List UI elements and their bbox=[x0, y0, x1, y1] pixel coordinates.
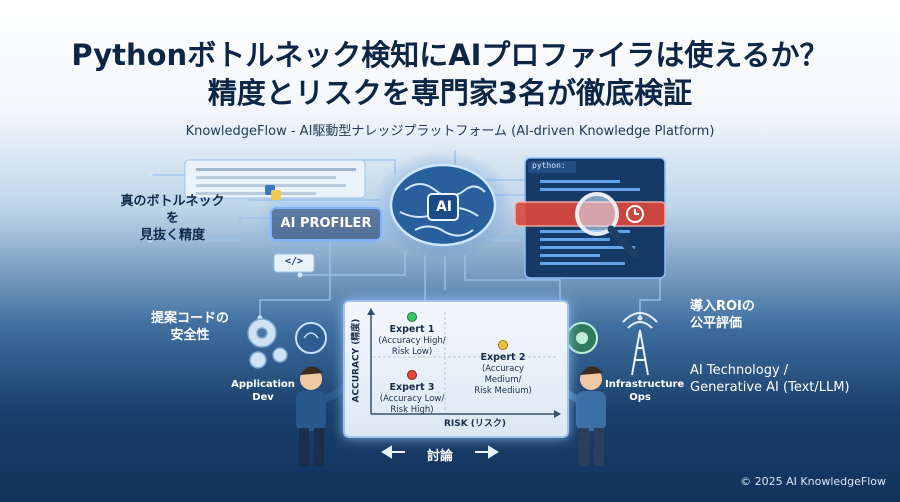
expert-1-marker bbox=[407, 312, 417, 322]
matrix-axes bbox=[367, 308, 561, 418]
discussion-arrow bbox=[381, 445, 499, 459]
ai-profiler-label: AI PROFILER bbox=[270, 207, 382, 241]
accuracy-aspect-label: 真のボトルネックを見抜く精度 bbox=[120, 194, 225, 243]
ai-technology-label: AI Technology /Generative AI (Text/LLM) bbox=[690, 363, 850, 395]
headline-line-1: Pythonボトルネック検知にAIプロファイラは使えるか？ bbox=[71, 38, 829, 72]
roi-aspect-label: 導入ROIの公平評価 bbox=[690, 299, 755, 331]
code-icon: </> bbox=[284, 256, 304, 267]
matrix-y-axis-label: ACCURACY (精度) bbox=[351, 318, 362, 403]
magnifier-icon bbox=[575, 192, 639, 259]
headline-line-2: 精度とリスクを専門家3名が徹底検証 bbox=[207, 76, 693, 110]
clock-icon bbox=[626, 205, 644, 223]
expert-2-marker bbox=[498, 340, 508, 350]
expert-3-marker bbox=[407, 370, 417, 380]
signal-tower-icon bbox=[622, 312, 658, 376]
brain-icon bbox=[373, 150, 513, 260]
python-tab-label: python: bbox=[532, 161, 566, 170]
ai-badge-icon bbox=[566, 322, 598, 354]
safety-aspect-label: 提案コードの安全性 bbox=[150, 311, 229, 343]
code-snippet-box bbox=[273, 253, 315, 273]
brain-ai-label: AI bbox=[435, 199, 453, 215]
expert-1-point: Expert 1(Accuracy High/Risk Low) bbox=[377, 312, 447, 358]
matrix-x-axis-label: RISK (リスク) bbox=[443, 419, 507, 429]
expert-2-point: Expert 2(Accuracy Medium/Risk Medium) bbox=[463, 340, 543, 397]
expert-3-point: Expert 3(Accuracy Low/Risk High) bbox=[377, 370, 447, 416]
discussion-label: 討論 bbox=[426, 449, 453, 464]
subtitle: KnowledgeFlow - AI駆動型ナレッジプラットフォーム (AI-dr… bbox=[185, 124, 715, 139]
lightbulb-icon bbox=[295, 322, 327, 354]
person-icon bbox=[296, 366, 352, 466]
expert-matrix-panel: ACCURACY (精度) RISK (リスク) Expert 1(Accura… bbox=[343, 300, 569, 438]
python-logo-icon bbox=[265, 185, 281, 200]
copyright-footer: © 2025 AI KnowledgeFlow bbox=[740, 475, 886, 488]
gear-icon bbox=[247, 318, 288, 369]
